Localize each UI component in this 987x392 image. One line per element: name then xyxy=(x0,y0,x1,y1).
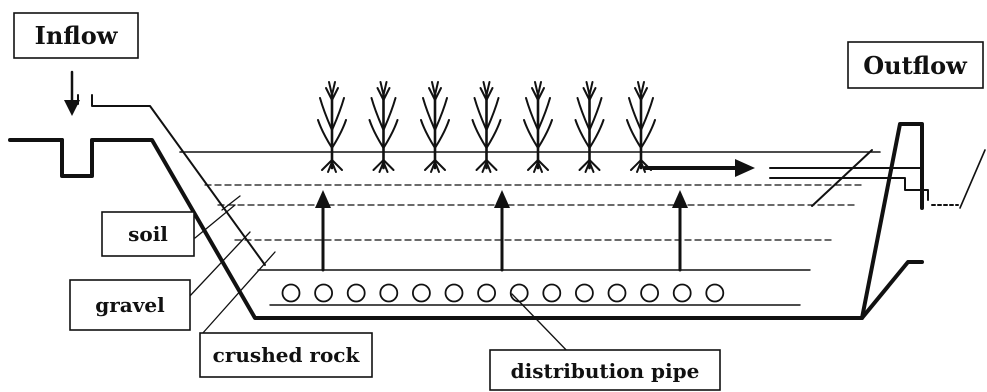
pipe-hole xyxy=(542,283,562,303)
pipe-hole xyxy=(411,283,431,303)
plant xyxy=(626,81,656,173)
outflow-drip xyxy=(959,149,986,209)
plant xyxy=(420,81,450,173)
inflow-label: Inflow xyxy=(35,21,119,50)
plant xyxy=(471,81,502,173)
plants-group xyxy=(317,81,656,173)
pipe-hole xyxy=(281,283,301,303)
upward-arrow xyxy=(315,190,331,272)
inflow-label-box: Inflow xyxy=(13,12,139,59)
pipe-hole xyxy=(314,283,334,303)
soil-pointer xyxy=(194,204,236,239)
soil-label: soil xyxy=(128,222,168,246)
outflow-pipe xyxy=(769,167,929,201)
pipe-hole xyxy=(672,283,692,303)
gravel-label-box: gravel xyxy=(69,279,191,331)
gravel-pointer xyxy=(187,231,251,299)
pipe-hole xyxy=(607,283,627,303)
upward-arrow xyxy=(672,190,688,272)
plant xyxy=(523,81,553,173)
crushed-rock-label: crushed rock xyxy=(213,343,361,367)
pipe-hole xyxy=(379,283,399,303)
pipe-hole xyxy=(705,283,725,303)
surface-flow-arrowhead xyxy=(735,159,755,177)
inflow-pipe xyxy=(60,138,924,320)
outflow-label: Outflow xyxy=(863,51,968,80)
pipe-hole xyxy=(575,283,594,303)
distribution-pipe-label-box: distribution pipe xyxy=(489,349,721,391)
pipe-hole xyxy=(509,283,529,303)
upward-arrow xyxy=(494,190,510,272)
pipe-hole xyxy=(640,283,659,303)
soil-label-box: soil xyxy=(101,211,195,257)
distribution-pipe-pointer xyxy=(511,293,573,357)
outflow-label-box: Outflow xyxy=(847,41,984,89)
pipe-hole xyxy=(444,283,464,303)
crushed-rock-label-box: crushed rock xyxy=(199,332,373,378)
basin-right-wall xyxy=(860,122,924,320)
plant xyxy=(317,81,347,173)
gravel-label: gravel xyxy=(95,293,165,317)
distribution-pipe-label: distribution pipe xyxy=(511,359,700,383)
inflow-arrowhead xyxy=(64,100,80,116)
distribution-pipe-circles xyxy=(281,283,725,303)
pipe-hole xyxy=(346,283,366,303)
crushed-rock-pointer xyxy=(201,251,276,335)
soil-tick-1 xyxy=(221,195,241,211)
plant xyxy=(368,81,399,173)
pipe-hole xyxy=(477,283,497,303)
plant xyxy=(574,81,605,173)
